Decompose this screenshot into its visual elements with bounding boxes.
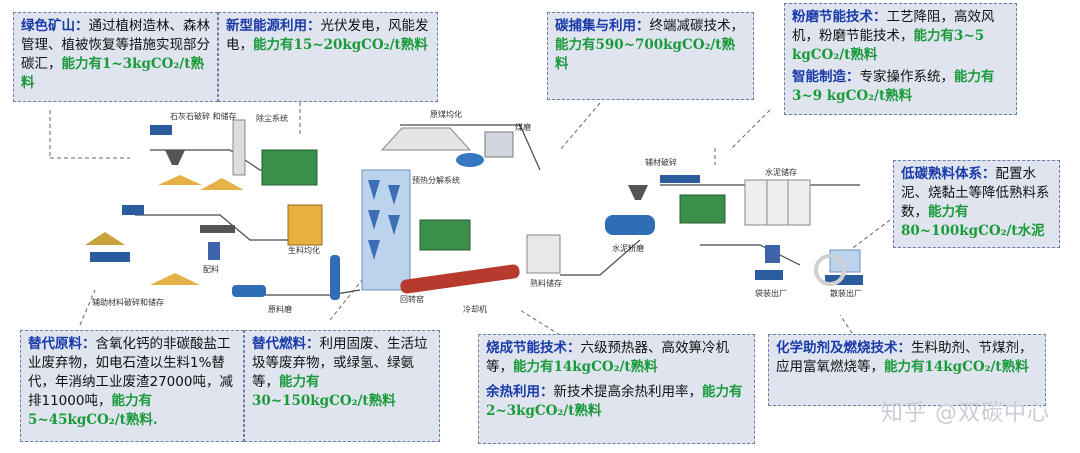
carbon-capture-title: 碳捕集与利用： xyxy=(555,18,650,34)
waste-heat-text: 新技术提高余热利用率， xyxy=(553,384,703,400)
chemical-capacity: 能力有14kgCO₂/t熟料 xyxy=(884,359,1029,375)
watermark: 知乎 @双碳中心 xyxy=(881,401,1050,426)
sintering-box: 烧成节能技术：六级预热器、高效箅冷机等，能力有14kgCO₂/t熟料 余热利用：… xyxy=(478,334,755,444)
label-limestone: 石灰石破碎 和储存 xyxy=(170,111,237,121)
waste-heat-title: 余热利用： xyxy=(486,384,554,400)
sintering-title: 烧成节能技术： xyxy=(486,340,581,356)
green-mine-box: 绿色矿山：通过植树造林、森林管理、植被恢复等措施实现部分碳汇，能力有1~3kgC… xyxy=(13,12,218,102)
label-cement-mill: 水泥粉磨 xyxy=(612,243,644,253)
alt-raw-title: 替代原料： xyxy=(28,336,96,352)
alt-fuel-title: 替代燃料： xyxy=(252,336,320,352)
sintering-text: 六级预热器、高效箅冷机等， xyxy=(486,340,729,375)
carbon-capture-box: 碳捕集与利用：终端减碳技术， 能力有590~700kgCO₂/t熟料 xyxy=(547,12,754,100)
label-coal-mill: 煤磨 xyxy=(515,122,531,132)
label-coal-homog: 原煤均化 xyxy=(430,109,462,119)
grinding-box: 粉磨节能技术：工艺降阻，高效风机，粉磨节能技术，能力有3~5 kgCO₂/t熟料… xyxy=(784,3,1017,115)
smart-mfg-capacity: 能力有3~9 kgCO₂/t熟料 xyxy=(792,69,995,104)
alt-raw-capacity: 能力有5~45kgCO₂/t熟料. xyxy=(28,393,158,428)
alt-raw-text: 含氧化钙的非碳酸盐工业废弃物，如电石渣以生料1%替代，年消纳工业废渣27000吨… xyxy=(28,336,233,409)
smart-mfg-title: 智能制造： xyxy=(792,69,860,85)
label-bag-ship: 袋装出厂 xyxy=(755,288,787,298)
new-energy-title: 新型能源利用： xyxy=(226,18,321,34)
smart-mfg-text: 专家操作系统， xyxy=(859,69,955,85)
alt-fuel-capacity: 能力有30~150kgCO₂/t熟料 xyxy=(252,374,396,409)
chemical-title: 化学助剂及燃烧技术： xyxy=(776,340,911,356)
label-raw-homog: 生料均化 xyxy=(288,245,320,255)
label-aux: 辅助材料破碎和储存 xyxy=(92,297,164,307)
sintering-capacity: 能力有14kgCO₂/t熟料 xyxy=(513,359,658,375)
carbon-capture-capacity: 能力有590~700kgCO₂/t熟料 xyxy=(555,37,736,72)
grinding-capacity: 能力有3~5 kgCO₂/t熟料 xyxy=(792,28,985,63)
green-mine-capacity: 能力有1~3kgCO₂/t熟料 xyxy=(21,56,204,91)
chemical-box: 化学助剂及燃烧技术：生料助剂、节煤剂，应用富氧燃烧等，能力有14kgCO₂/t熟… xyxy=(768,334,1046,406)
label-batching: 配料 xyxy=(203,264,219,274)
new-energy-text: 光伏发电，风能发电， xyxy=(226,18,429,53)
waste-heat-capacity: 能力有2~3kgCO₂/t熟料 xyxy=(486,384,743,419)
alt-fuel-text: 利用固废、生活垃圾等废弃物，或绿氢、绿氨等， xyxy=(252,336,428,390)
carbon-capture-text: 终端减碳技术， xyxy=(649,18,745,34)
green-mine-text: 通过植树造林、森林管理、植被恢复等措施实现部分碳汇， xyxy=(21,18,210,72)
label-bulk-ship: 散装出厂 xyxy=(830,288,862,298)
new-energy-box: 新型能源利用：光伏发电，风能发电，能力有15~20kgCO₂/t熟料 xyxy=(218,12,438,102)
label-preheater: 预热分解系统 xyxy=(412,175,460,185)
new-energy-capacity: 能力有15~20kgCO₂/t熟料 xyxy=(253,37,428,53)
grinding-title: 粉磨节能技术： xyxy=(792,9,887,25)
low-carbon-box: 低碳熟料体系：配置水泥、烧黏土等降低熟料系数，能力有80~100kgCO₂/t水… xyxy=(893,160,1060,248)
alt-raw-box: 替代原料：含氧化钙的非碳酸盐工业废弃物，如电石渣以生料1%替代，年消纳工业废渣2… xyxy=(20,330,244,442)
label-raw-mill: 原料磨 xyxy=(268,304,292,314)
label-clinker-crush: 辅材破碎 xyxy=(645,157,677,167)
label-kiln: 回转窑 xyxy=(400,294,424,304)
label-cement-store: 水泥储存 xyxy=(765,167,797,177)
low-carbon-capacity: 能力有80~100kgCO₂/t水泥 xyxy=(901,204,1045,239)
label-clinker: 熟料储存 xyxy=(530,278,562,288)
label-dust: 除尘系统 xyxy=(256,113,288,123)
label-cooler: 冷却机 xyxy=(463,304,487,314)
low-carbon-title: 低碳熟料体系： xyxy=(901,166,996,182)
alt-fuel-box: 替代燃料：利用固废、生活垃圾等废弃物，或绿氢、绿氨等，能力有30~150kgCO… xyxy=(244,330,440,442)
low-carbon-text: 配置水泥、烧黏土等降低熟料系数， xyxy=(901,166,1050,220)
grinding-text: 工艺降阻，高效风机，粉磨节能技术， xyxy=(792,9,995,44)
green-mine-title: 绿色矿山： xyxy=(21,18,89,34)
chemical-text: 生料助剂、节煤剂，应用富氧燃烧等， xyxy=(776,340,1033,375)
